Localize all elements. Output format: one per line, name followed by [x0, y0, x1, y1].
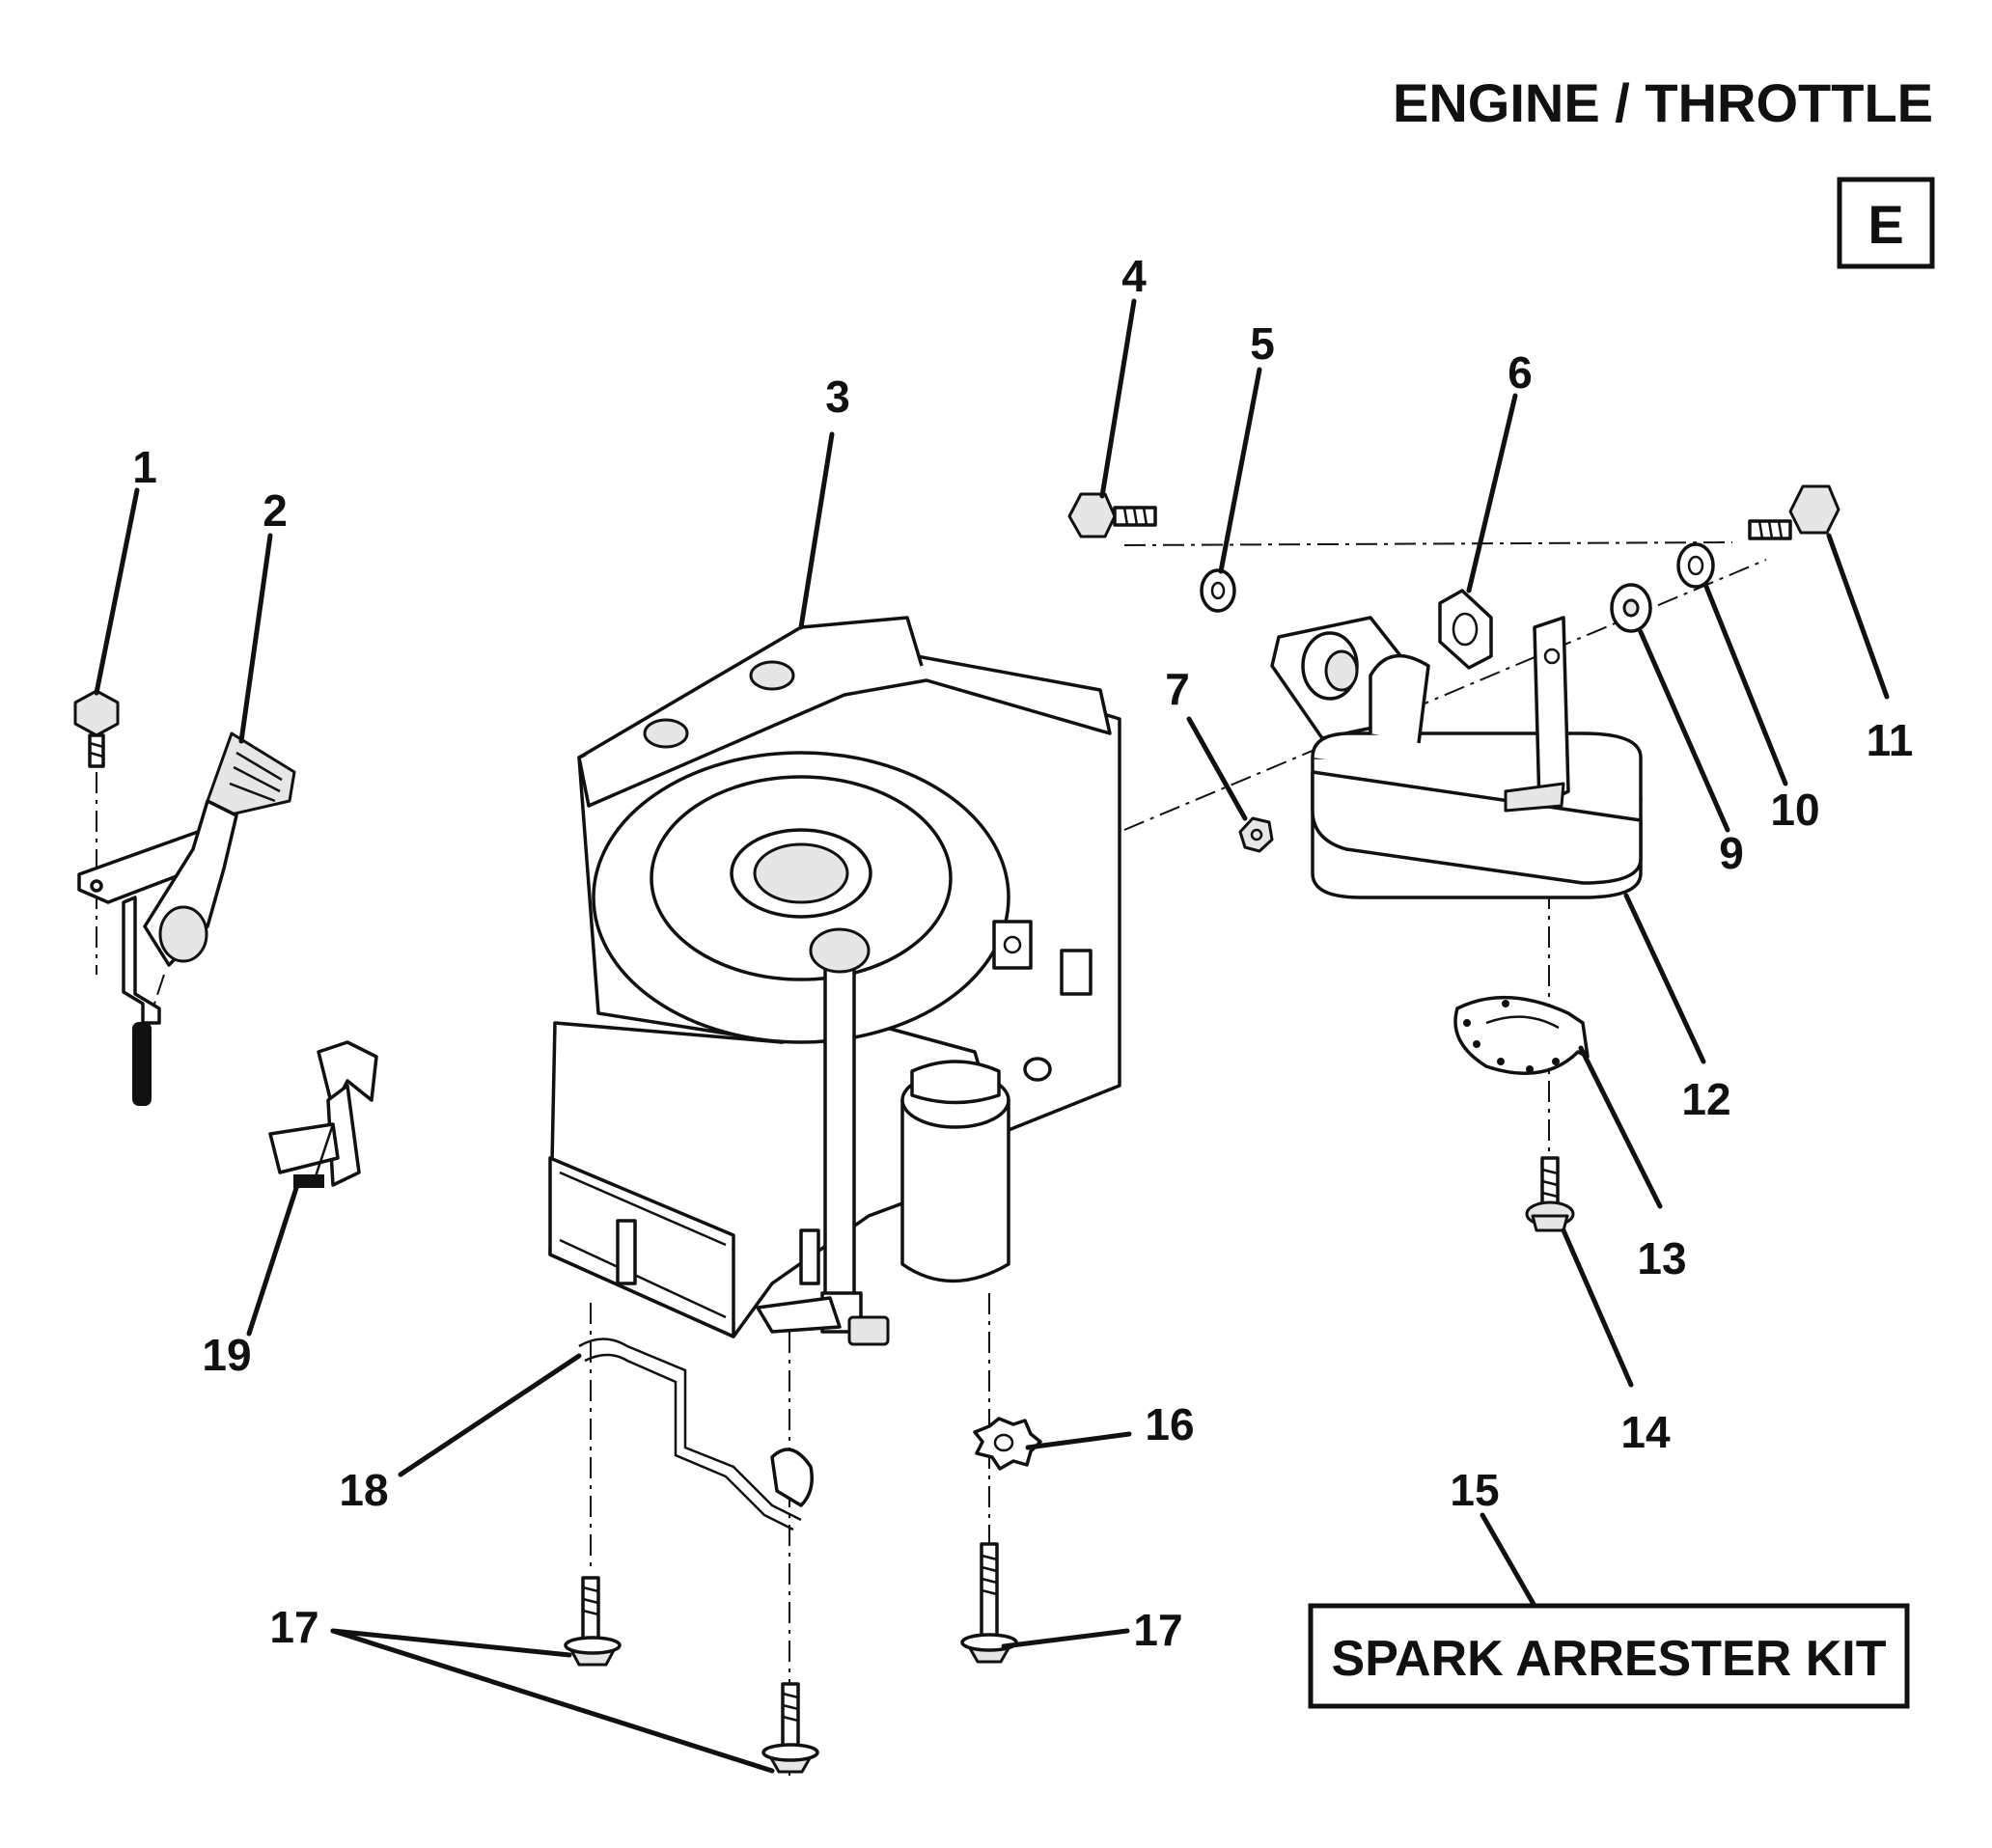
callout-13: 13	[1637, 1233, 1686, 1283]
callout-16: 16	[1145, 1399, 1194, 1449]
washer-5	[1200, 568, 1236, 613]
bolt-17c	[761, 1682, 819, 1774]
callout-10: 10	[1770, 785, 1819, 835]
nut-7	[1238, 816, 1274, 853]
bolt-17a	[564, 1576, 622, 1667]
bolt-11	[1748, 484, 1840, 540]
callout-11: 11	[1867, 715, 1914, 765]
callout-17-right: 17	[1133, 1605, 1182, 1655]
callout-3: 3	[825, 372, 850, 422]
callout-5: 5	[1250, 318, 1275, 369]
callout-9: 9	[1719, 828, 1744, 878]
callout-18: 18	[339, 1465, 388, 1515]
callout-7: 7	[1165, 664, 1190, 714]
callout-2: 2	[263, 485, 288, 536]
callout-15: 15	[1450, 1465, 1499, 1515]
callout-19: 19	[202, 1330, 251, 1380]
assembly-lines	[96, 541, 1767, 1776]
spark-arrester-kit-box: SPARK ARRESTER KIT	[1308, 1603, 1910, 1709]
section-code-box: E	[1837, 177, 1935, 269]
bolt-1	[73, 689, 120, 768]
callout-6: 6	[1508, 347, 1533, 398]
callout-1: 1	[132, 442, 157, 492]
gasket-6	[1438, 589, 1493, 670]
callout-14: 14	[1620, 1407, 1671, 1457]
lock-washer-10	[1676, 542, 1715, 589]
clip-19	[268, 1040, 378, 1188]
leader-lines	[94, 298, 1890, 1774]
callout-17-left: 17	[269, 1602, 318, 1652]
spark-arrester-kit-label: SPARK ARRESTER KIT	[1332, 1631, 1887, 1687]
section-code: E	[1868, 194, 1903, 255]
callout-4: 4	[1121, 251, 1147, 301]
spark-arrester-screen-13	[1453, 995, 1590, 1076]
callout-12: 12	[1681, 1074, 1730, 1124]
screw-14	[1525, 1156, 1575, 1232]
wire-bracket-18	[578, 1338, 814, 1531]
washer-9	[1610, 583, 1652, 633]
throttle-control-2	[77, 731, 296, 1106]
star-washer-16	[973, 1417, 1042, 1471]
page-title: ENGINE / THROTTLE	[1393, 72, 1933, 133]
muffler-12	[1270, 616, 1643, 899]
engine-3	[548, 616, 1121, 1346]
bolt-4	[1067, 492, 1157, 538]
callout-numbers: 1 2 3 4 5 6 7 9 10 11 12 13 14 15 16 17 …	[132, 251, 1913, 1655]
